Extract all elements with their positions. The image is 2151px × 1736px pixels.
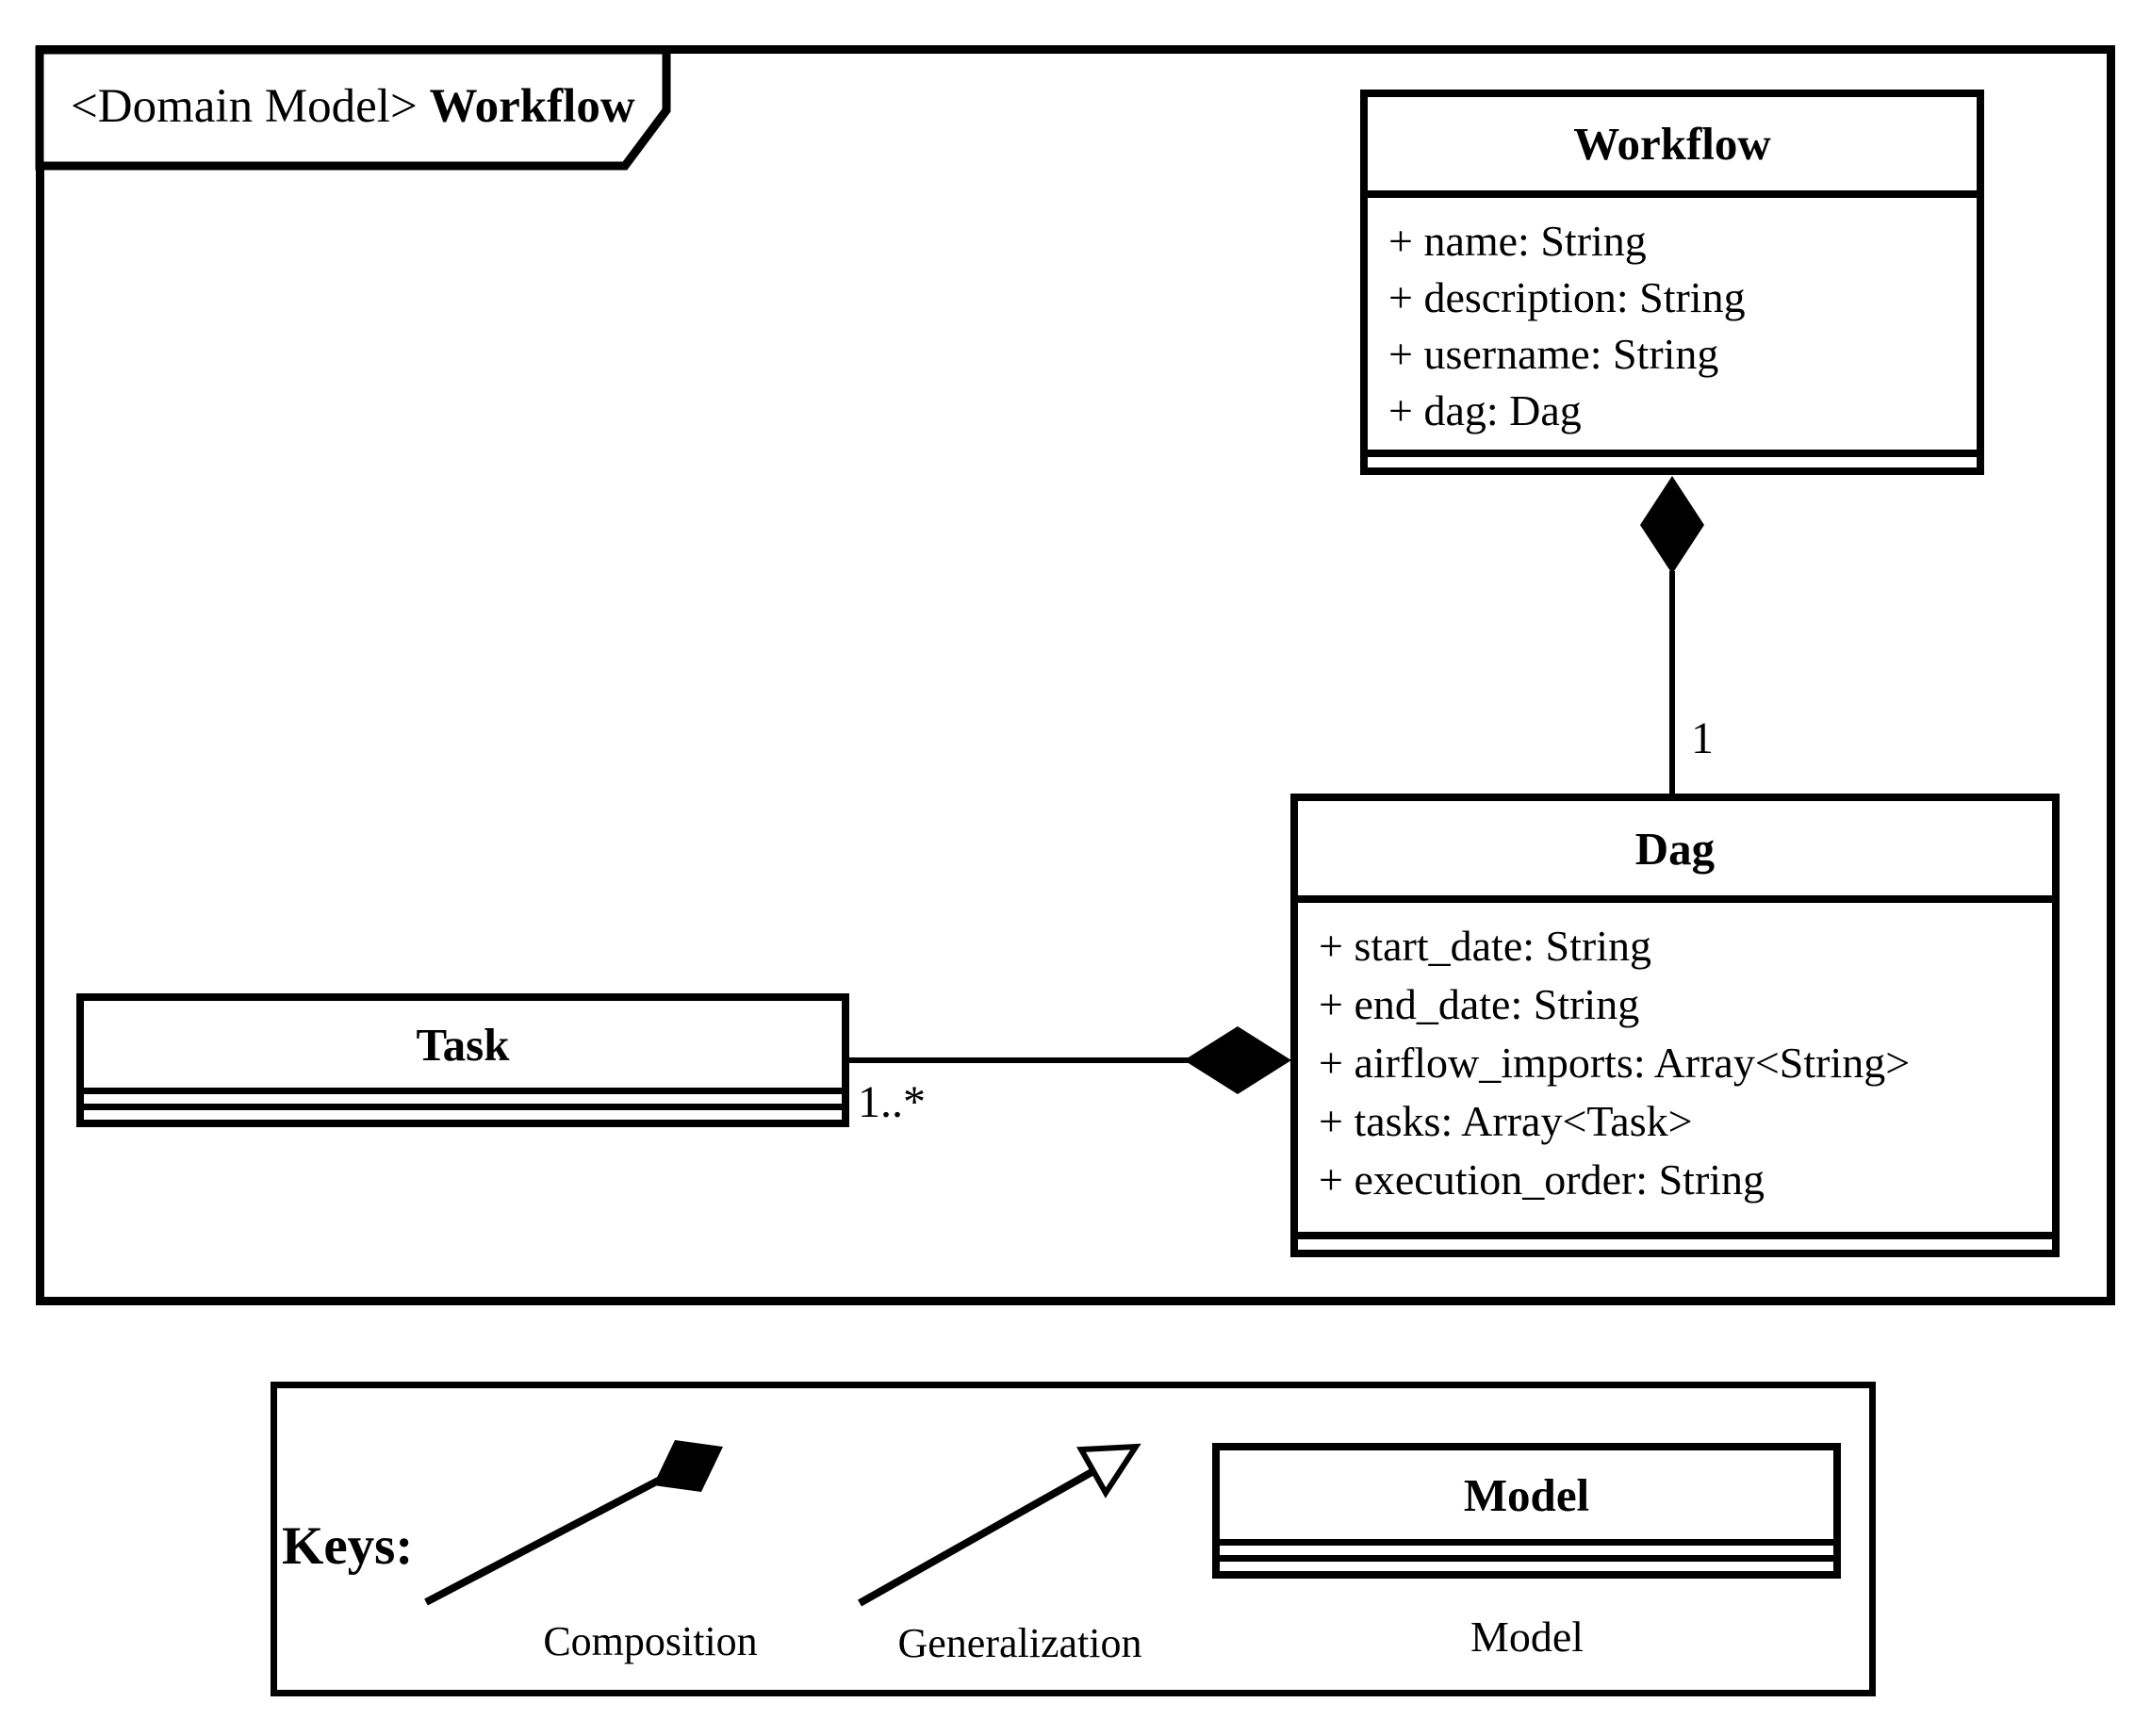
diagram-frame — [36, 45, 2115, 1305]
class-attribute: + name: String — [1388, 217, 1647, 265]
legend-label-generalization: Generalization — [897, 1620, 1142, 1666]
frame-tab: <Domain Model> Workflow — [71, 79, 635, 134]
class-dag: Dag + start_date: String + end_date: Str… — [1290, 794, 2060, 1257]
legend-model-box: Model — [1212, 1443, 1841, 1579]
class-attribute: + execution_order: String — [1319, 1155, 1765, 1204]
class-workflow-attributes: + name: String + description: String + u… — [1368, 198, 1977, 450]
class-attribute: + dag: Dag — [1388, 386, 1582, 434]
class-dag-methods-compartment — [1298, 1232, 2052, 1250]
legend-model-methods-compartment — [1220, 1555, 1833, 1571]
legend-model-box-title: Model — [1463, 1468, 1590, 1521]
class-attribute: + tasks: Array<Task> — [1319, 1097, 1693, 1145]
class-attribute: + description: String — [1388, 273, 1746, 321]
class-attribute: + username: String — [1388, 330, 1719, 378]
class-workflow: Workflow + name: String + description: S… — [1360, 90, 1984, 475]
class-dag-attributes: + start_date: String + end_date: String … — [1298, 903, 2052, 1232]
legend-box — [271, 1382, 1876, 1696]
multiplicity-workflow-dag: 1 — [1691, 713, 1714, 763]
class-workflow-methods-compartment — [1368, 450, 1977, 467]
class-attribute: + airflow_imports: Array<String> — [1319, 1039, 1911, 1087]
frame-tab-title: Workflow — [429, 80, 635, 133]
class-task-title: Task — [416, 1018, 510, 1071]
class-task: Task — [76, 993, 849, 1127]
class-workflow-title: Workflow — [1368, 97, 1977, 198]
legend-label-model: Model — [1470, 1613, 1585, 1661]
class-dag-title: Dag — [1298, 801, 2052, 903]
legend-title: Keys: — [282, 1516, 414, 1576]
class-attribute: + start_date: String — [1319, 922, 1651, 970]
class-attribute: + end_date: String — [1319, 980, 1640, 1028]
class-task-attributes-compartment — [84, 1088, 842, 1104]
legend-label-composition: Composition — [543, 1618, 758, 1664]
multiplicity-dag-task: 1..* — [858, 1077, 926, 1127]
class-task-methods-compartment — [84, 1104, 842, 1120]
frame-tab-type-label: <Domain Model> — [71, 80, 430, 133]
legend-model-attributes-compartment — [1220, 1539, 1833, 1555]
